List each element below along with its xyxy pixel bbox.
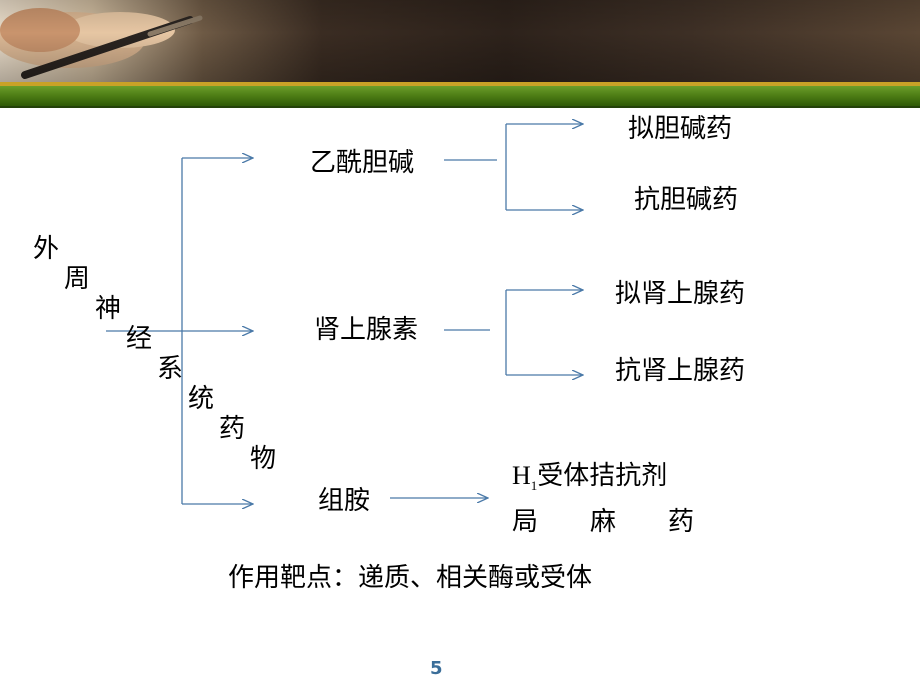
title-char-4: 经 <box>126 324 153 354</box>
ach-agonist-label: 拟胆碱药 <box>628 114 733 144</box>
ach-antagonist-label: 抗胆碱药 <box>634 185 739 215</box>
hand-with-pen-image <box>0 8 203 79</box>
title-char-3: 神 <box>95 294 122 324</box>
local-char-1: 局 <box>512 507 539 537</box>
banner-dark-stripe <box>0 106 920 108</box>
h1-antagonist-label: H1受体拮抗剂 <box>512 461 668 494</box>
histamine-label: 组胺 <box>318 486 371 516</box>
title-char-2: 周 <box>64 264 91 294</box>
title-char-6: 统 <box>188 384 215 414</box>
title-char-7: 药 <box>219 414 246 444</box>
page-number: 5 <box>430 658 443 679</box>
adrenaline-label: 肾上腺素 <box>314 315 419 345</box>
local-char-3: 药 <box>668 507 695 537</box>
adrenaline-agonist-label: 拟肾上腺药 <box>615 279 746 309</box>
targets-statement: 作用靶点：递质、相关酶或受体 <box>228 563 593 593</box>
adrenaline-antagonist-label: 抗肾上腺药 <box>615 356 746 386</box>
local-char-2: 麻 <box>590 507 617 537</box>
h1-rest: 受体拮抗剂 <box>537 461 668 491</box>
title-char-5: 系 <box>157 354 184 384</box>
h1-prefix: H <box>512 461 531 490</box>
banner-gold-stripe <box>0 82 920 86</box>
title-char-1: 外 <box>33 234 60 264</box>
banner-shade <box>0 0 920 82</box>
ach-label: 乙酰胆碱 <box>310 148 415 178</box>
title-char-8: 物 <box>250 444 277 474</box>
banner-green-stripe <box>0 86 920 106</box>
local-anesthetic-label: 局麻药 <box>512 509 694 535</box>
h1-subscript: 1 <box>530 478 538 494</box>
